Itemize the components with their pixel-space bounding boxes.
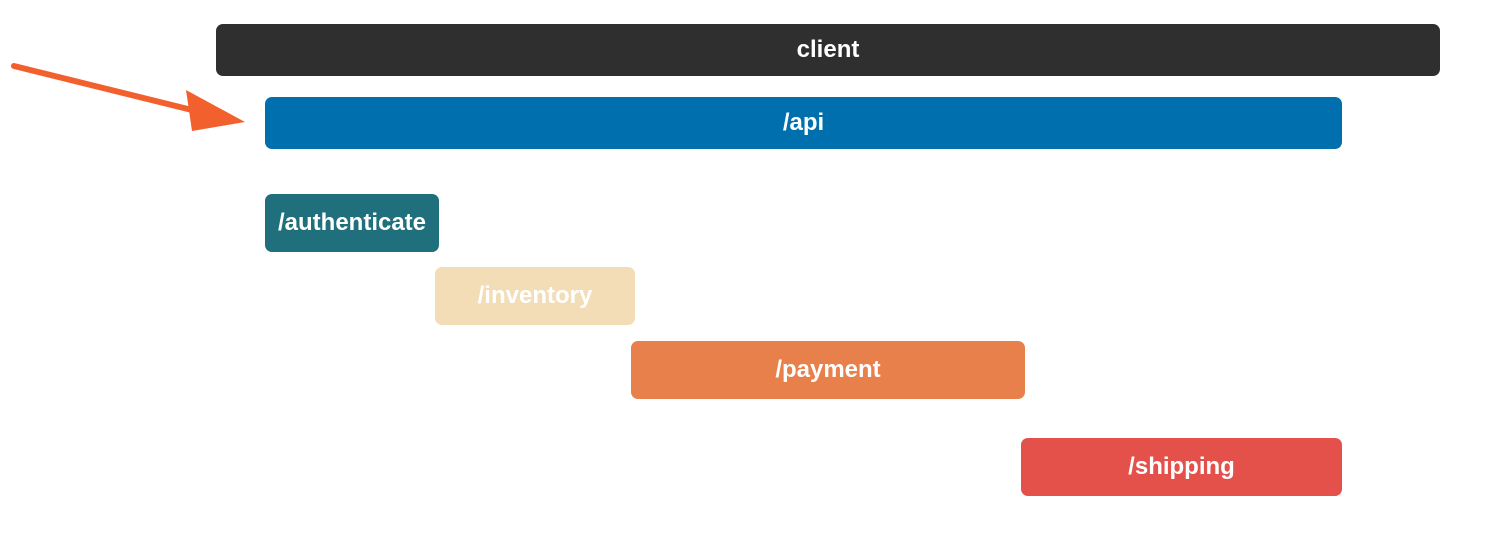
- payment-label: /payment: [775, 356, 881, 383]
- inventory-bar: /inventory: [435, 267, 635, 325]
- api-label: /api: [782, 109, 825, 136]
- arrow-right-icon: [11, 63, 245, 131]
- authenticate-bar: /authenticate: [265, 194, 439, 252]
- inventory-label: /inventory: [477, 282, 593, 309]
- client-bar: client: [216, 24, 1440, 76]
- payment-bar: /payment: [631, 341, 1025, 399]
- authenticate-label: /authenticate: [277, 209, 427, 236]
- api-bar: /api: [265, 97, 1342, 149]
- shipping-label: /shipping: [1128, 453, 1235, 480]
- client-label: client: [796, 36, 860, 63]
- shipping-bar: /shipping: [1021, 438, 1342, 496]
